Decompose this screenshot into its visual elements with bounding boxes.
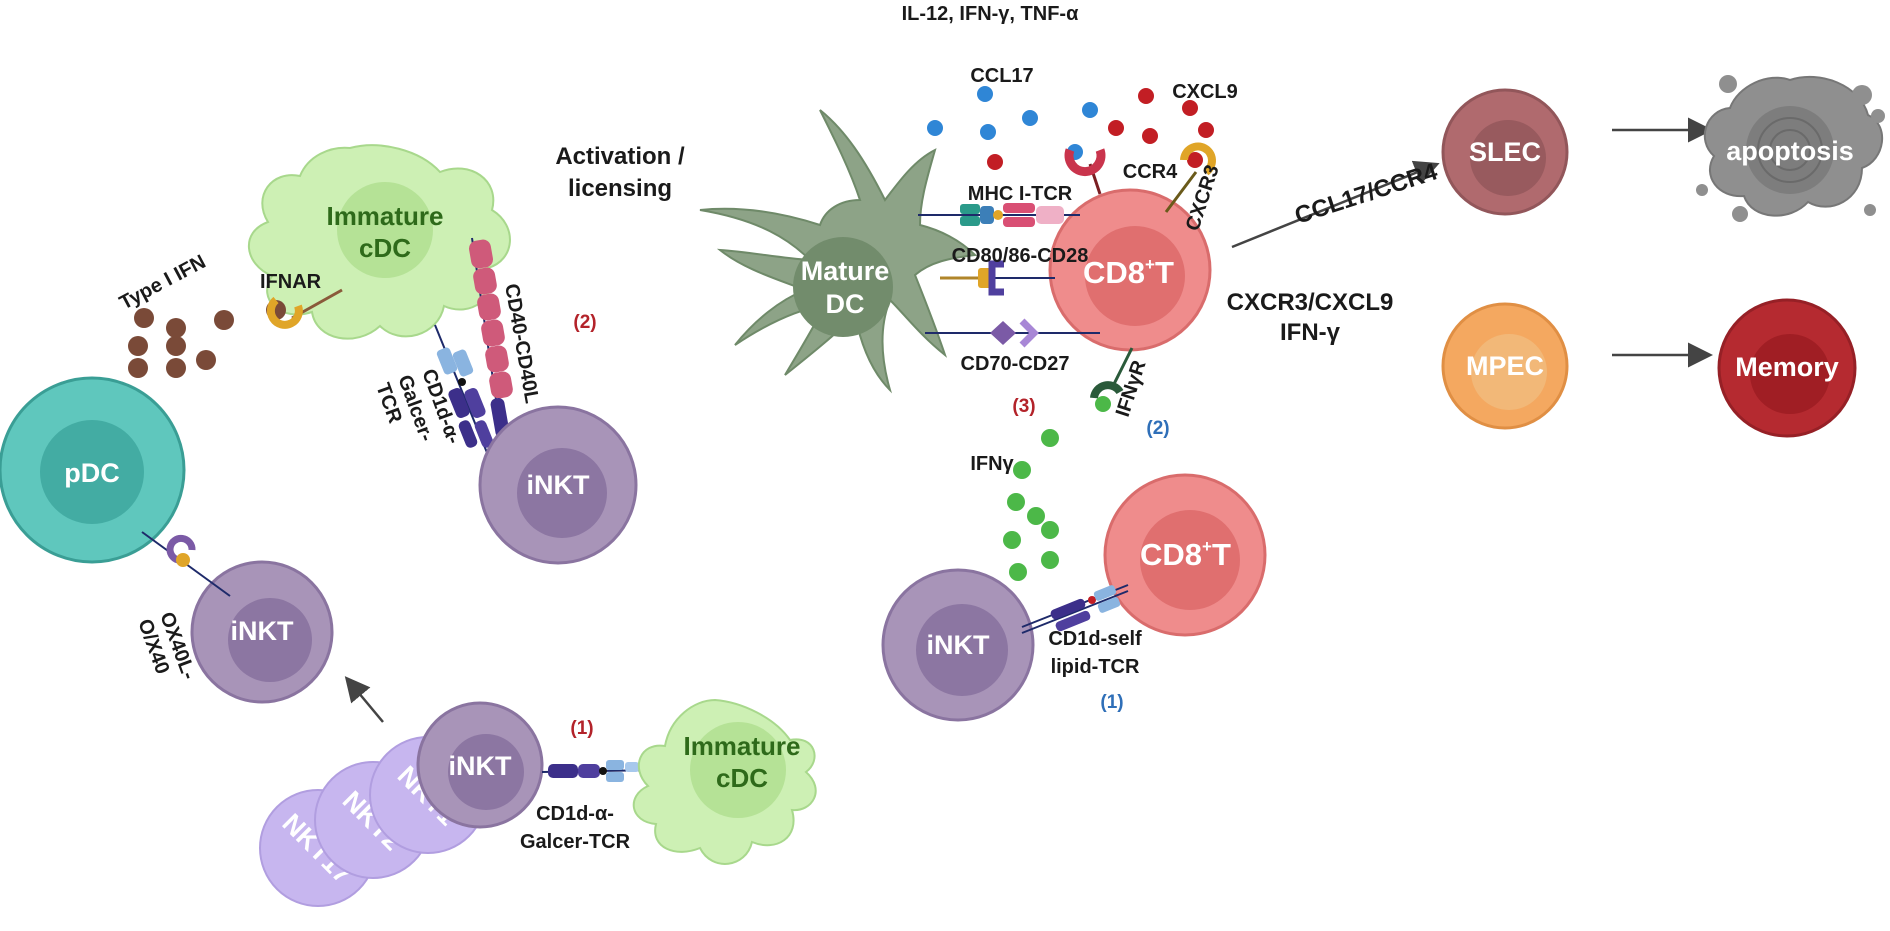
type-i-ifn-dots [128, 300, 286, 378]
marker-blue-2: (2) [1146, 418, 1169, 439]
ifn-gamma-label: IFN-γ [1280, 319, 1341, 346]
immature-cdc-top: Immature cDC [248, 144, 511, 340]
inkt-right-label: iNKT [927, 630, 990, 660]
ccl17-dots [927, 86, 1098, 160]
immature-cdc-bottom-line2: cDC [716, 763, 768, 793]
cytokine-header: IL-12, IFN-γ, TNF-α [902, 3, 1079, 25]
activation-label-line1: Activation / [555, 143, 685, 170]
apoptosis-cell: apoptosis [1696, 75, 1885, 222]
inkt-bottom-cell: iNKT [416, 701, 544, 829]
marker-red-3: (3) [1012, 396, 1035, 417]
mature-dc-label-line1: Mature [801, 256, 890, 286]
ifnar-receptor [266, 288, 343, 329]
immature-cdc-top-line2: cDC [359, 233, 411, 263]
marker-red-2: (2) [573, 312, 596, 333]
inkt-left-cell: iNKT [190, 560, 334, 704]
mature-dc-label-line2: DC [826, 289, 865, 319]
cd8-t-bottom-cell: CD8+T [1103, 473, 1267, 637]
ccr4-label: CCR4 [1123, 161, 1178, 183]
mature-dc-cell: Mature DC [699, 109, 978, 394]
inkt-top-cell: iNKT [478, 405, 638, 565]
ccl17-label: CCL17 [970, 65, 1033, 87]
apoptosis-label: apoptosis [1726, 136, 1854, 166]
pdc-label: pDC [64, 458, 120, 488]
cd1d-galcer-tcr-bottom [541, 760, 656, 782]
cd70-cd27 [925, 318, 1100, 348]
ccl17-ccr4-label: CCL17/CCR4 [1292, 158, 1442, 230]
immature-cdc-bottom-line1: Immature [683, 731, 800, 761]
ccl17-ccr4-arrow [1231, 160, 1440, 249]
cd70-cd27-label: CD70-CD27 [961, 353, 1070, 375]
pdc-cell: pDC [0, 376, 186, 564]
cd8-bottom-label: CD8+T [1140, 537, 1231, 572]
cd8-t-top-cell: CD8+T [1048, 188, 1212, 352]
mhc-tcr-label: MHC I-TCR [968, 183, 1073, 205]
cxcl9-dots [987, 88, 1214, 170]
slec-cell: SLEC [1441, 88, 1569, 216]
cd80-cd28-label: CD80/86-CD28 [952, 245, 1089, 267]
marker-blue-1: (1) [1100, 692, 1123, 713]
type-i-ifn-label: Type I IFN [116, 251, 209, 315]
ifng-dots [1003, 429, 1059, 581]
inkt-right-cell: iNKT [881, 568, 1035, 722]
cd1d-self-lipid-tcr [1021, 584, 1129, 634]
cd40-cd40l [469, 237, 513, 461]
ox40-receptor [141, 531, 231, 597]
cxcr3-receptor [1164, 142, 1216, 213]
marker-red-1: (1) [570, 718, 593, 739]
ifng-label: IFNγ [970, 453, 1014, 475]
mpec-label: MPEC [1466, 351, 1544, 381]
cxcr3-cxcl9-label: CXCR3/CXCL9 [1227, 289, 1394, 316]
immature-cdc-bottom: Immature cDC [632, 698, 817, 865]
inkt-top-label: iNKT [527, 470, 590, 500]
slec-label: SLEC [1469, 137, 1541, 167]
cd8-top-label: CD8+T [1083, 255, 1174, 290]
cd1d-self-label-line2: lipid-TCR [1051, 656, 1140, 678]
cxcr3-label: CXCR3 [1182, 162, 1224, 233]
inkt-bottom-label: iNKT [449, 751, 512, 781]
cd80-cd28 [940, 260, 1055, 296]
ifnar-label: IFNAR [260, 271, 322, 293]
immature-cdc-top-line1: Immature [326, 201, 443, 231]
cd1d-self-label-line1: CD1d-self [1048, 628, 1142, 650]
activation-label-line2: licensing [568, 175, 672, 202]
cd1d-galcer-tcr-top [434, 324, 494, 461]
cd1d-galcer-bottom-label-line2: Galcer-TCR [520, 831, 631, 853]
memory-cell: Memory [1717, 298, 1857, 438]
ifngr-receptor [1090, 347, 1134, 412]
inkt-left-label: iNKT [231, 616, 294, 646]
cxcl9-label: CXCL9 [1172, 81, 1238, 103]
memory-label: Memory [1735, 352, 1839, 382]
mpec-cell: MPEC [1441, 302, 1569, 430]
cd1d-galcer-bottom-label-line1: CD1d-α- [536, 803, 614, 825]
ccr4-receptor [1064, 148, 1106, 195]
differentiation-arrow [344, 676, 384, 723]
mhc-tcr [918, 203, 1080, 227]
